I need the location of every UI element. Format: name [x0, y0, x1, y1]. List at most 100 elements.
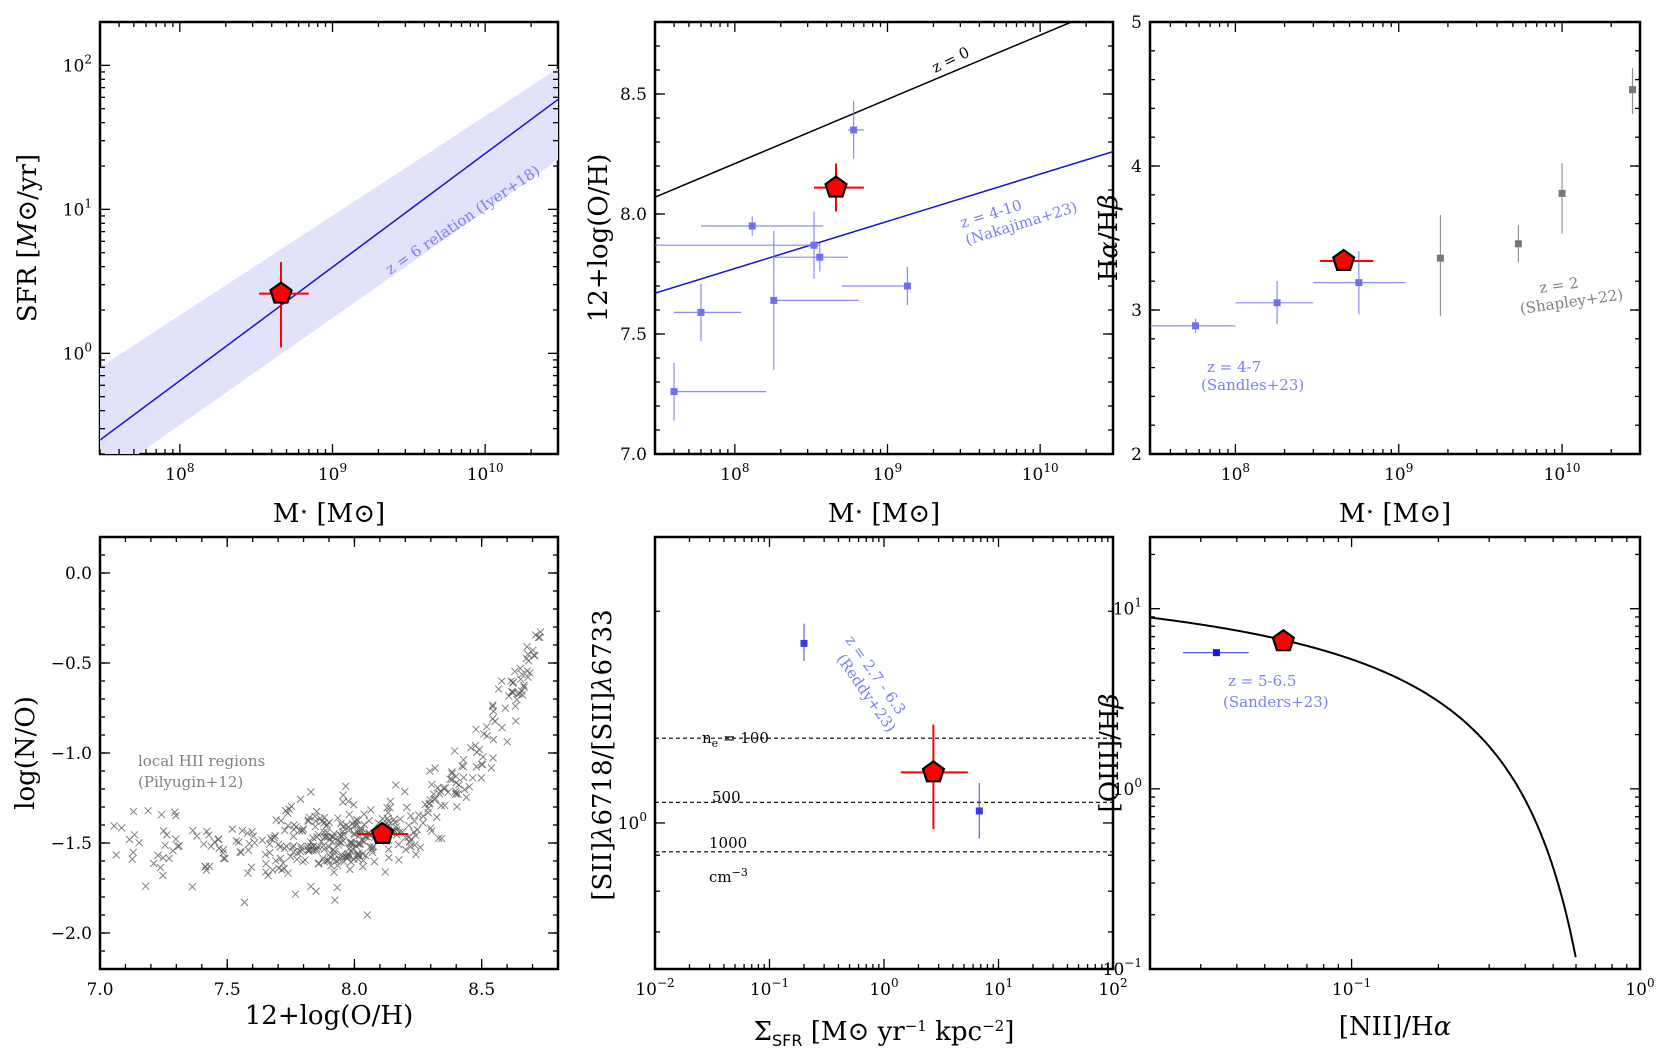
hii-region-marker — [159, 871, 167, 880]
hii-region-marker — [520, 683, 528, 692]
hii-region-marker — [523, 667, 532, 675]
hii-region-marker — [335, 838, 344, 847]
hii-region-marker — [459, 762, 468, 771]
hii-region-marker — [307, 788, 315, 796]
panel5-label-reddy: z = 2.7 - 6.3(Reddy+23) — [827, 632, 915, 736]
data-square-marker — [810, 241, 818, 249]
hii-region-marker — [149, 859, 158, 868]
hii-region-marker — [392, 826, 401, 834]
data-square-marker — [770, 296, 778, 304]
hii-region-marker — [381, 868, 390, 876]
panel6-ylabel: [OIII]/Hβ — [1095, 694, 1125, 813]
y-tick-label: 102 — [63, 52, 92, 76]
data-square-marker — [1212, 649, 1220, 657]
hii-region-marker — [524, 650, 532, 659]
hii-region-marker — [272, 816, 281, 824]
panel5-xlabel: ΣSFR [M⊙ yr−1 kpc−2] — [754, 1017, 1015, 1050]
hii-region-marker — [432, 813, 441, 822]
hii-region-marker — [265, 848, 274, 857]
hii-region-marker — [268, 866, 277, 874]
hii-region-marker — [199, 840, 208, 849]
hii-region-marker — [450, 747, 459, 755]
hii-region-marker — [516, 675, 525, 684]
hii-region-marker — [434, 834, 443, 843]
panel5-density-unit: cm−3 — [709, 866, 748, 886]
hii-region-marker — [406, 812, 415, 820]
hii-region-marker — [315, 859, 323, 868]
this-object-marker — [1271, 628, 1296, 652]
hii-region-marker — [312, 846, 321, 855]
hii-region-marker — [446, 775, 454, 784]
hii-region-marker — [326, 849, 335, 858]
hii-region-marker — [358, 850, 367, 858]
hii-region-marker — [356, 840, 365, 848]
hii-region-marker — [419, 818, 427, 827]
hii-region-marker — [141, 882, 150, 891]
hii-region-marker — [262, 859, 270, 868]
hii-region-marker — [188, 882, 197, 891]
relation-line — [100, 98, 558, 441]
hii-region-marker — [410, 841, 419, 849]
y-tick-label: 8.0 — [620, 205, 647, 225]
hii-region-marker — [175, 841, 183, 850]
hii-region-marker — [390, 815, 398, 824]
hii-region-marker — [462, 793, 471, 802]
hii-region-marker — [171, 811, 180, 820]
hii-region-marker — [501, 704, 510, 713]
panel6-label-sanders: z = 5-6.5(Sanders+23) — [1223, 672, 1329, 711]
hii-region-marker — [204, 831, 213, 839]
hii-region-marker — [333, 883, 342, 892]
hii-region-marker — [425, 767, 434, 776]
hii-region-marker — [228, 825, 237, 833]
hii-region-marker — [284, 821, 292, 830]
panel2-frame — [653, 20, 1115, 456]
hii-region-marker — [312, 887, 320, 896]
hii-region-marker — [135, 838, 143, 847]
hii-region-marker — [369, 842, 378, 851]
hii-region-marker — [427, 827, 436, 835]
hii-region-marker — [365, 816, 373, 825]
hii-region-marker — [472, 725, 480, 734]
hii-region-marker — [337, 850, 346, 859]
hii-region-marker — [363, 911, 372, 919]
y-tick-label: 8.5 — [620, 85, 647, 105]
hii-region-marker — [488, 702, 497, 711]
hii-region-marker — [520, 681, 528, 690]
panel3-label-shapley: z = 2(Shapley+22) — [1516, 268, 1624, 318]
hii-region-marker — [330, 829, 338, 838]
hii-region-marker — [171, 835, 180, 843]
hii-region-marker — [433, 783, 442, 792]
this-object-marker — [269, 281, 293, 304]
x-tick-label: 1010 — [467, 461, 504, 485]
hii-region-marker — [405, 838, 414, 847]
hii-region-marker — [319, 854, 327, 863]
hii-region-marker — [264, 871, 272, 880]
panel4-xlabel: 12+log(O/H) — [245, 1001, 414, 1031]
hii-region-marker — [366, 842, 375, 851]
kauffmann-demarcation-curve — [1149, 616, 1577, 958]
hii-region-marker — [414, 811, 423, 820]
this-object-marker — [1331, 248, 1356, 271]
hii-region-marker — [416, 843, 425, 852]
hii-region-marker — [510, 667, 519, 676]
hii-region-marker — [346, 840, 355, 848]
hii-region-marker — [169, 846, 177, 855]
panel2-relation-label-nakajima: z = 4-10(Nakajima+23) — [958, 181, 1080, 249]
panel5-density-label-500: 500 — [712, 788, 741, 806]
hii-region-marker — [341, 782, 350, 791]
hii-region-marker — [280, 864, 289, 873]
hii-region-marker — [451, 787, 460, 795]
hii-region-marker — [304, 817, 313, 826]
hii-region-marker — [498, 723, 506, 732]
data-square-marker — [748, 222, 756, 230]
hii-region-marker — [193, 832, 201, 840]
hii-region-marker — [282, 842, 291, 851]
hii-region-marker — [448, 769, 456, 778]
hii-region-marker — [293, 855, 301, 864]
hii-region-marker — [451, 790, 460, 798]
y-tick-label: −0.5 — [51, 654, 92, 674]
hii-region-marker — [483, 732, 492, 740]
